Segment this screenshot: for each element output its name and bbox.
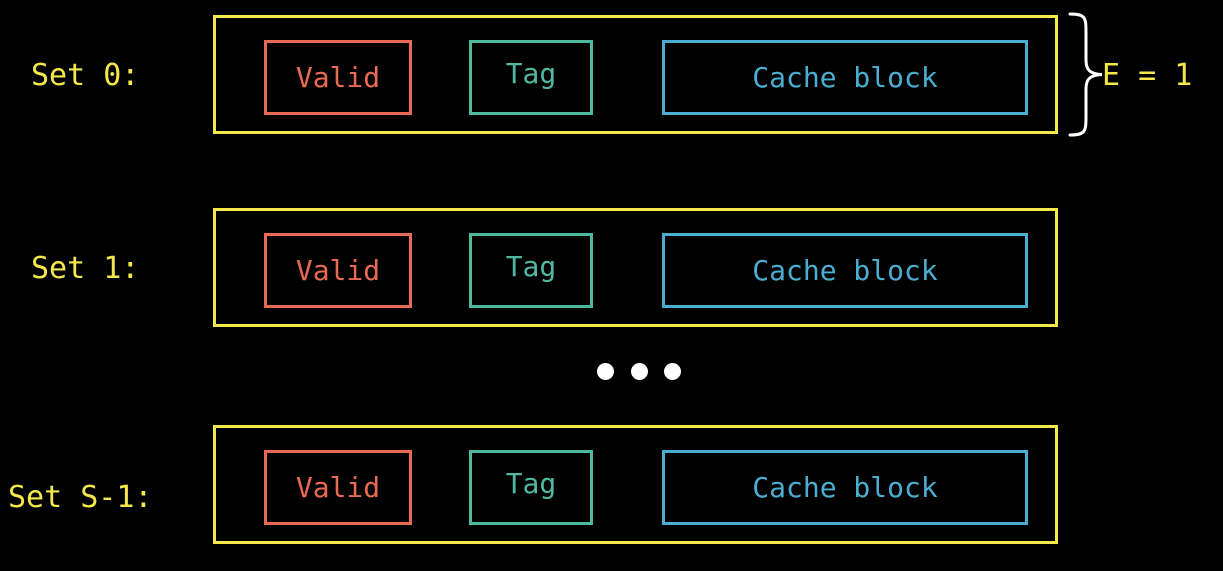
set-0-valid-field: Valid — [264, 40, 412, 115]
ellipsis-dot — [630, 362, 648, 380]
ellipsis-dot — [597, 362, 614, 380]
set-1-line: Valid Tag Cache block — [213, 208, 1058, 327]
set-1-valid-field: Valid — [264, 233, 412, 308]
set-s-minus-1-label: Set S-1: — [8, 480, 153, 515]
set-1-label: Set 1: — [31, 251, 140, 286]
set-0-tag-field: Tag — [469, 40, 593, 115]
ellipsis-dots — [597, 361, 681, 381]
set-s-minus-1-tag-field: Tag — [469, 450, 593, 525]
set-s-minus-1-line: Valid Tag Cache block — [213, 425, 1058, 544]
set-s-minus-1-valid-field: Valid — [264, 450, 412, 525]
set-0-line: Valid Tag Cache block — [213, 15, 1058, 134]
set-1-tag-field: Tag — [469, 233, 593, 308]
lines-per-set-label: E = 1 — [1102, 58, 1193, 93]
ellipsis-dot — [664, 362, 681, 380]
right-curly-brace — [1068, 12, 1103, 137]
set-1-cache-block-field: Cache block — [662, 233, 1028, 308]
set-0-label: Set 0: — [31, 58, 140, 93]
set-0-cache-block-field: Cache block — [662, 40, 1028, 115]
set-s-minus-1-cache-block-field: Cache block — [662, 450, 1028, 525]
